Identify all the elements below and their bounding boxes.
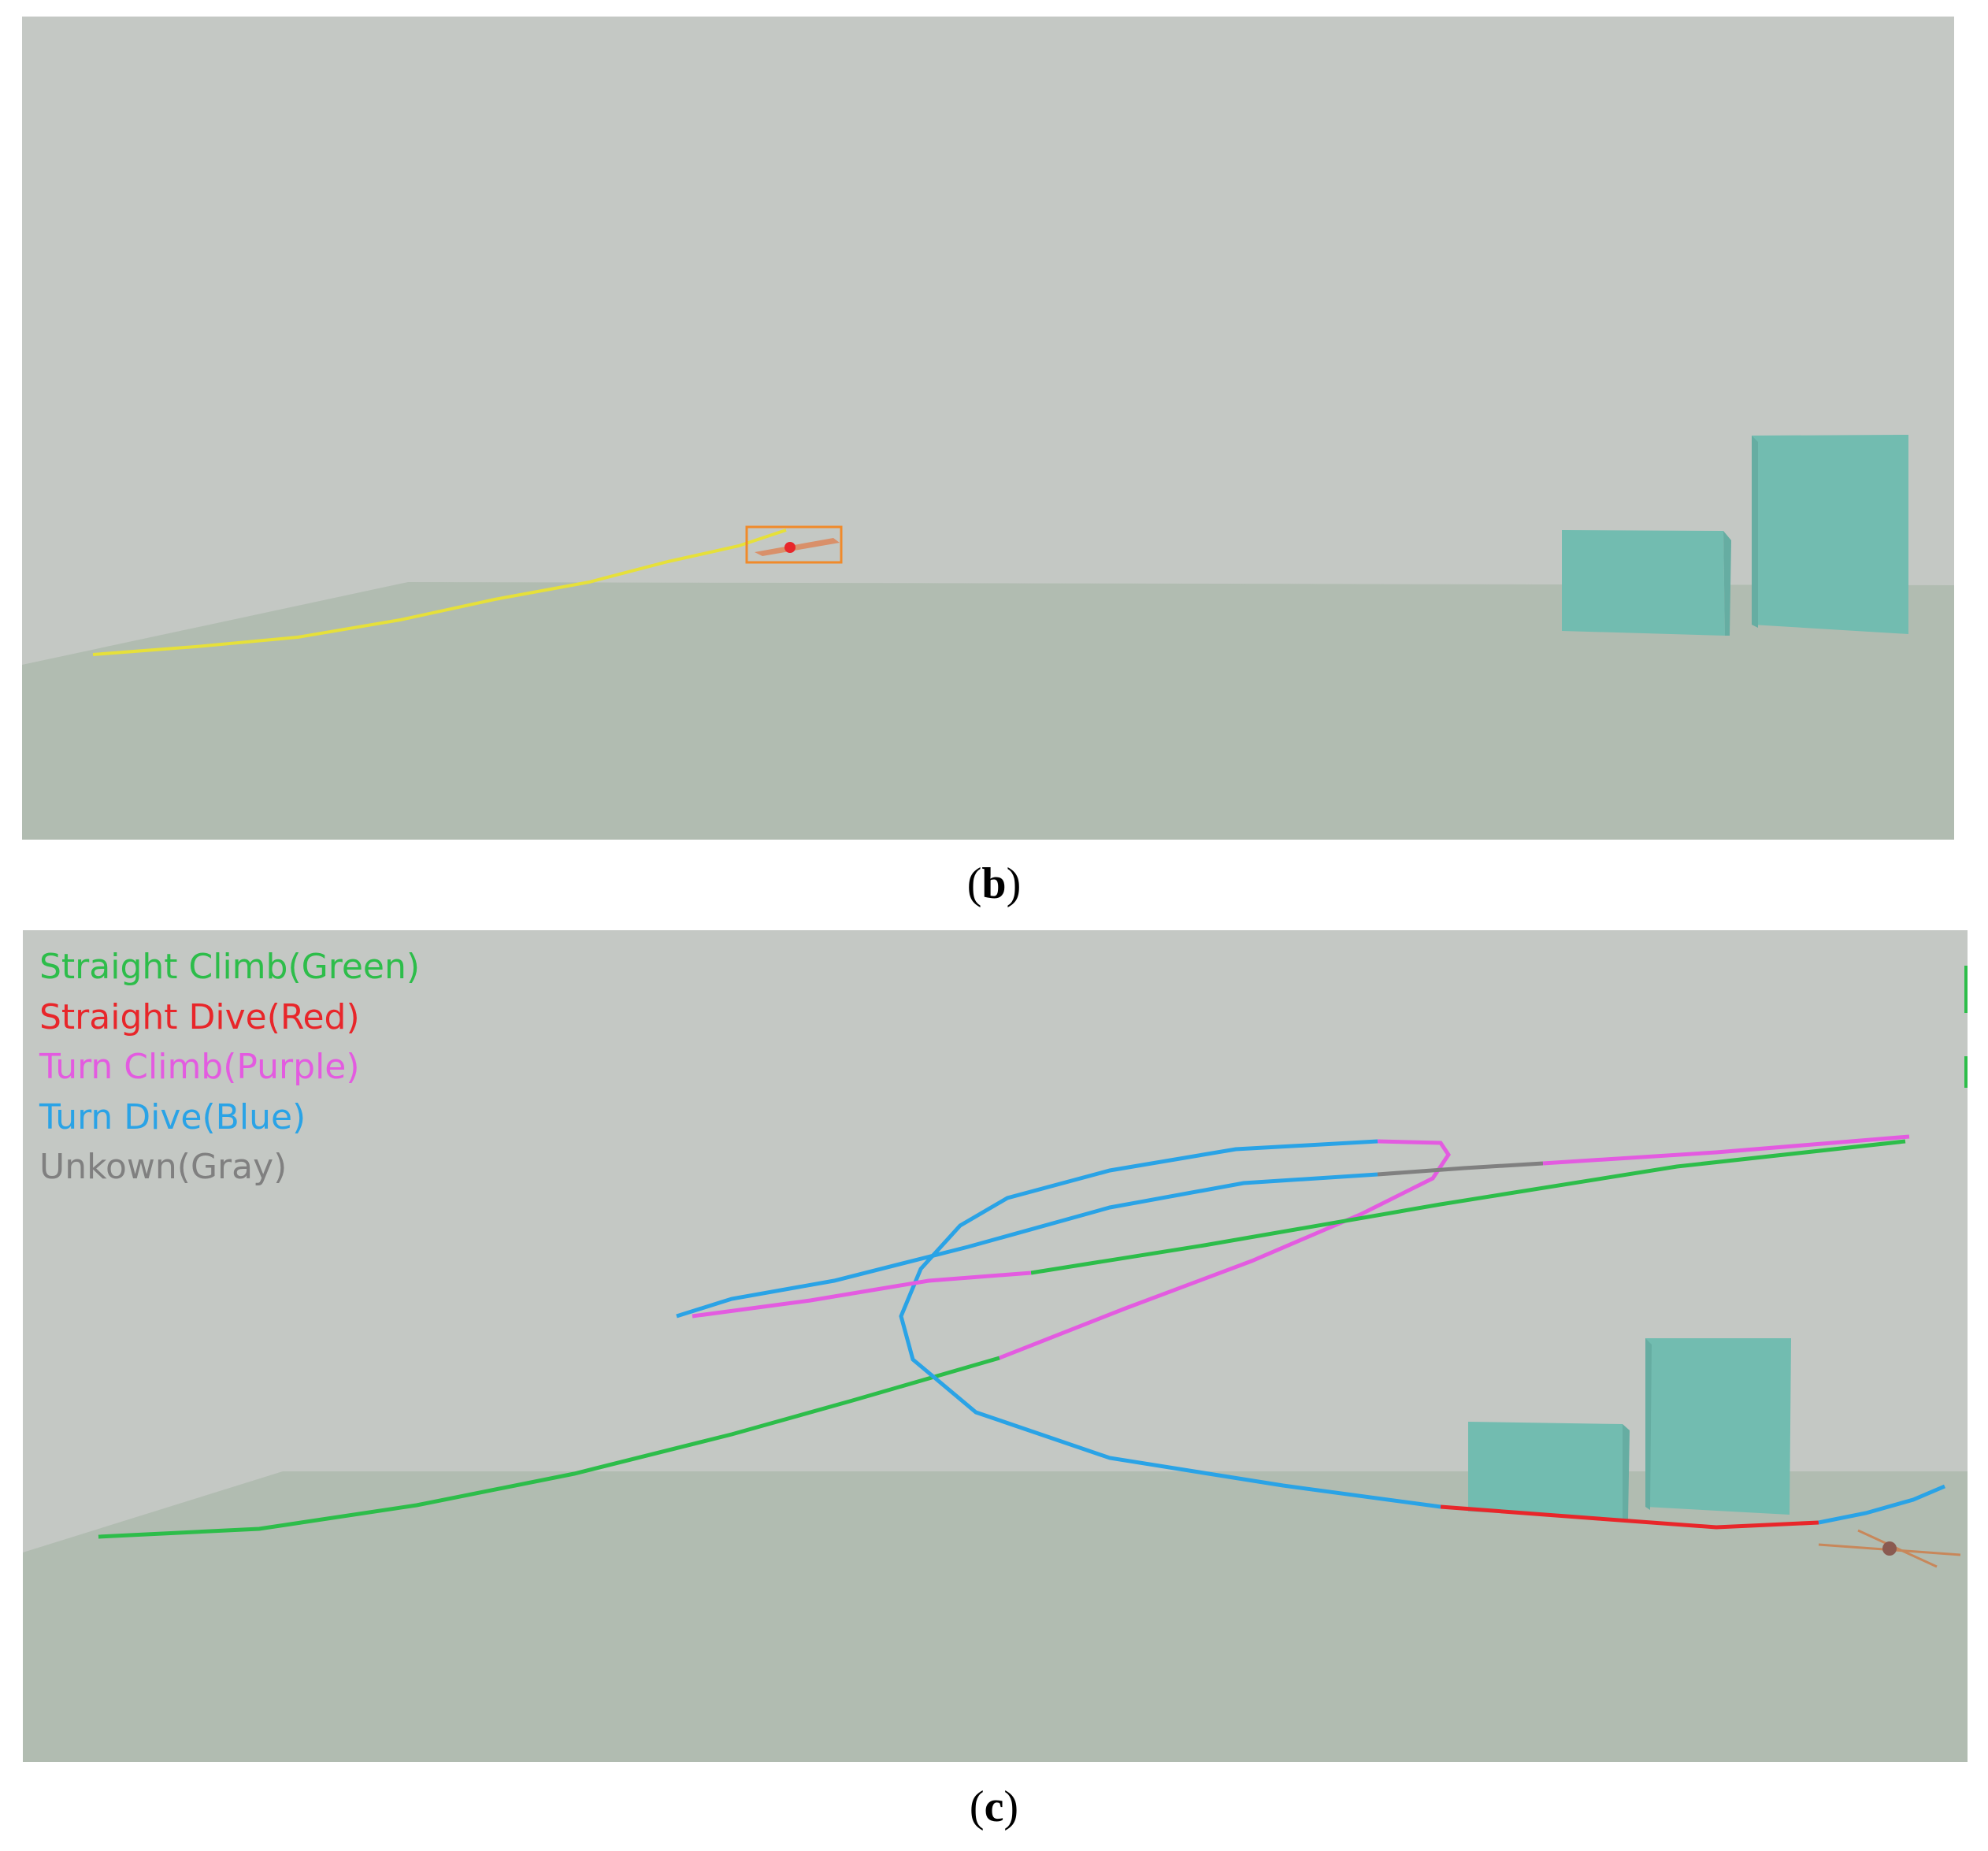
ground [23, 1471, 1968, 1762]
trail-unknown [1377, 1161, 1544, 1177]
trail-turn-dive-end [1818, 1484, 1945, 1525]
edge-marker [1964, 1056, 1968, 1088]
scene-panel-b [22, 17, 1954, 840]
building-tall [1645, 1338, 1791, 1515]
building-small [1468, 1422, 1630, 1519]
scene-c-canvas [23, 930, 1968, 1762]
legend-turn-dive: Turn Dive(Blue) [39, 1096, 306, 1137]
legend-straight-climb: Straight Climb(Green) [39, 947, 421, 987]
legend-unknown: Unkown(Gray) [39, 1147, 287, 1187]
scene-b-canvas [22, 17, 1954, 840]
ground [22, 582, 1954, 840]
building-tall [1752, 435, 1908, 634]
caption-c: (c) [969, 1782, 1019, 1831]
trail-straight-climb-lower [98, 1356, 1000, 1539]
legend-turn-climb: Turn Climb(Purple) [39, 1047, 360, 1087]
flight-trail-b [92, 529, 787, 656]
trail-turn-dive-return [676, 1172, 1378, 1319]
trail-turn-dive-upper [899, 1139, 1441, 1509]
trail-turn-climb-upper [692, 1270, 1032, 1319]
scene-panel-c [23, 930, 1968, 1762]
trail-turn-climb-lower [999, 1139, 1452, 1360]
target-box [745, 525, 843, 564]
legend-straight-dive: Straight Dive(Red) [39, 996, 360, 1037]
caption-b: (b) [966, 859, 1022, 908]
edge-marker [1964, 966, 1968, 1013]
trail-straight-climb-upper [1030, 1139, 1906, 1275]
drone-marker [1818, 1529, 1961, 1568]
trail-straight-dive [1440, 1504, 1819, 1530]
trail-turn-climb-top [1542, 1134, 1910, 1166]
trajectory-legend: Straight Climb(Green) Straight Dive(Red)… [39, 942, 420, 1193]
building-small [1562, 530, 1731, 636]
